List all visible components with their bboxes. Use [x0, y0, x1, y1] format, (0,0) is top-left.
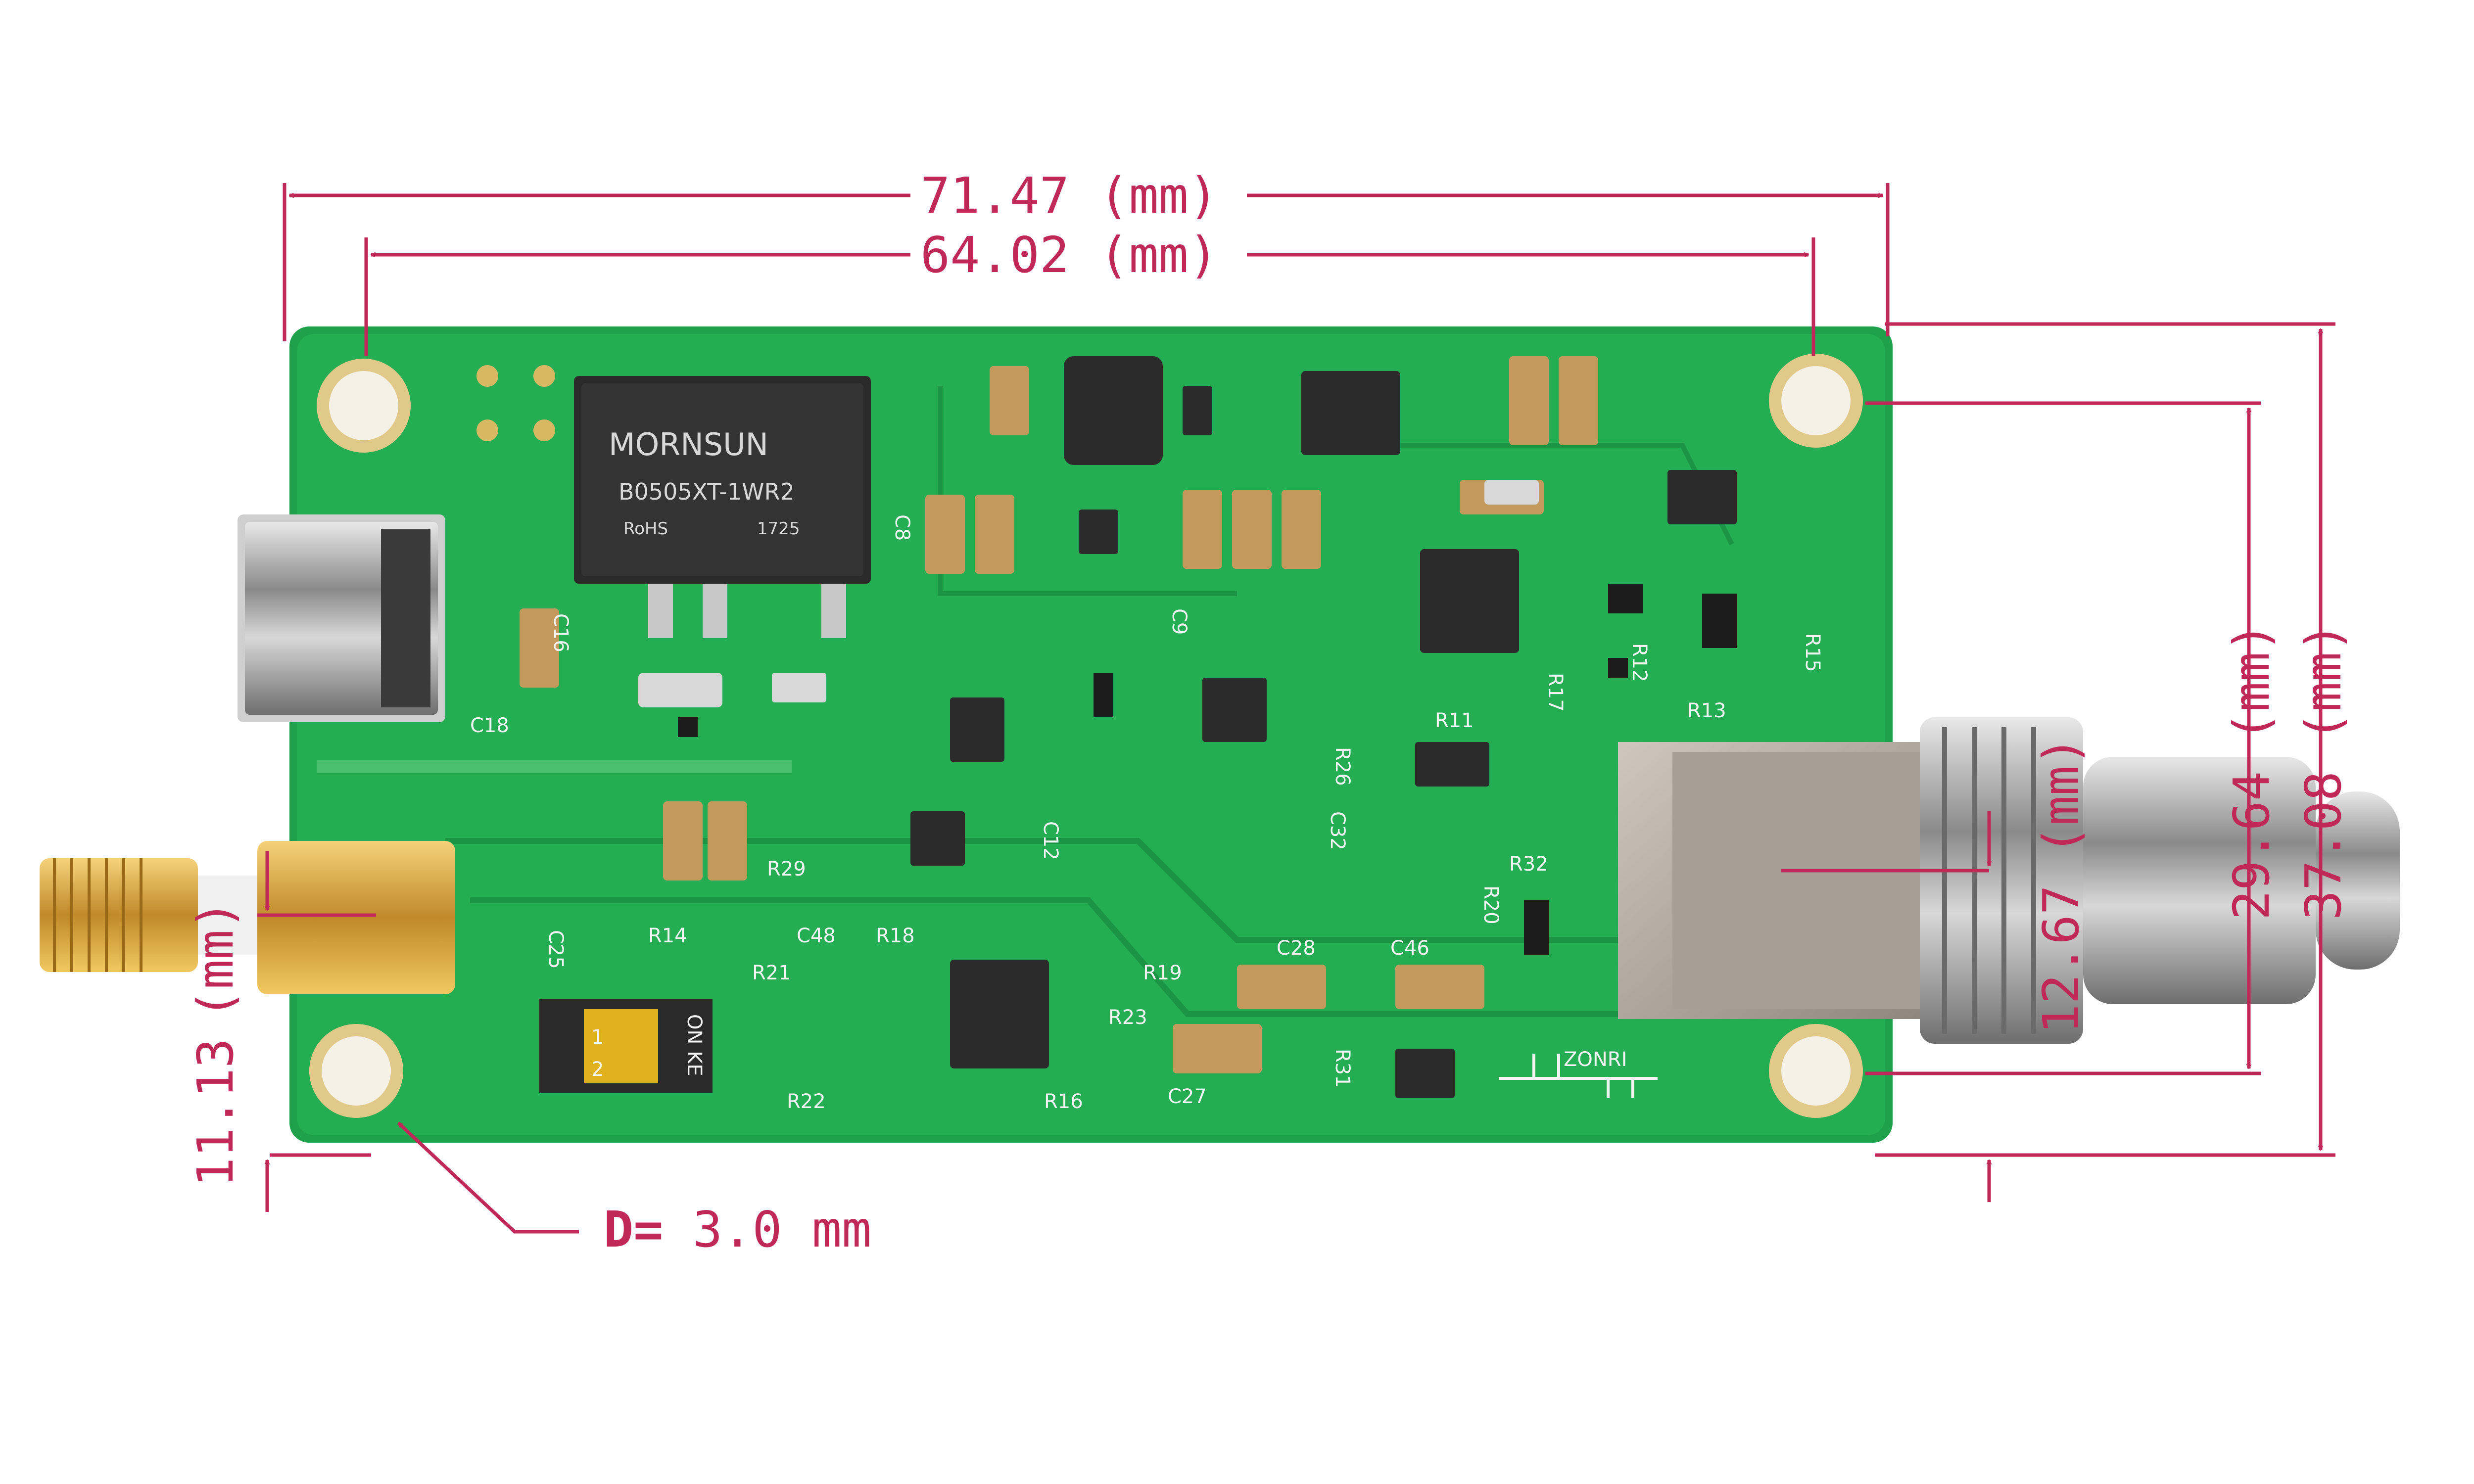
- dcdc-rohs: RoHS: [623, 519, 668, 539]
- label-C18: C18: [470, 714, 509, 737]
- label-R20: R20: [1479, 885, 1502, 925]
- bnc-connector: [1618, 717, 2400, 1044]
- label-C48: C48: [797, 925, 836, 947]
- dcdc-module: MORNSUN B0505XT-1WR2 RoHS 1725: [574, 376, 871, 638]
- mounting-hole-bottom-right: [1769, 1024, 1863, 1118]
- silkscreen-labels: C8 C16 C18 C9 C12 R29 C25 R14 C48 R18 R2…: [470, 514, 1824, 1113]
- logo-text: ZONRI: [1564, 1048, 1627, 1071]
- label-C46: C46: [1390, 937, 1429, 960]
- label-C32: C32: [1326, 811, 1349, 850]
- usb-c-connector: [238, 514, 445, 722]
- dim-hole-spacing-y: 29.64 (mm): [2223, 622, 2281, 920]
- label-R19: R19: [1143, 962, 1182, 984]
- dip-label-2: 2: [591, 1058, 604, 1081]
- label-R32: R32: [1509, 853, 1548, 876]
- label-R21: R21: [752, 962, 791, 984]
- label-R22: R22: [787, 1090, 826, 1113]
- dim-overall-height: 37.08 (mm): [2294, 622, 2352, 920]
- dim-hole-diameter-label: D=: [604, 1201, 663, 1258]
- label-R23: R23: [1108, 1006, 1147, 1029]
- label-C27: C27: [1168, 1085, 1207, 1108]
- label-R11: R11: [1435, 709, 1474, 732]
- dim-hole-spacing-x: 64.02 (mm): [920, 226, 1218, 284]
- component-field: [520, 356, 1737, 1098]
- dim-sma-unit: (mm): [187, 900, 244, 1019]
- label-C12: C12: [1039, 821, 1062, 860]
- label-C28: C28: [1277, 937, 1316, 960]
- dcdc-model: B0505XT-1WR2: [618, 478, 795, 505]
- label-C25: C25: [544, 930, 567, 969]
- mounting-holes: [309, 354, 1863, 1118]
- header-pads: [476, 365, 555, 441]
- zonri-logo: ZONRI: [1499, 1048, 1658, 1098]
- label-R16: R16: [1044, 1090, 1083, 1113]
- label-R18: R18: [876, 925, 915, 947]
- label-R15: R15: [1801, 633, 1824, 672]
- dcdc-brand: MORNSUN: [609, 426, 768, 463]
- mounting-hole-bottom-left: [309, 1024, 403, 1118]
- label-R26: R26: [1331, 747, 1354, 786]
- label-R12: R12: [1628, 643, 1651, 682]
- dim-sma-offset: 11.13: [187, 1038, 244, 1187]
- label-C16: C16: [549, 613, 572, 652]
- dcdc-date: 1725: [757, 519, 800, 539]
- dim-overall-width: 71.47 (mm): [920, 167, 1218, 225]
- mounting-hole-top-right: [1769, 354, 1863, 448]
- label-R14: R14: [648, 925, 687, 947]
- dim-hole-diameter-value: 3.0 mm: [693, 1201, 871, 1258]
- label-C8: C8: [891, 514, 913, 541]
- sma-connector: [40, 841, 455, 994]
- dip-switch: ON KE 1 2: [539, 999, 713, 1093]
- label-R17: R17: [1544, 673, 1567, 712]
- label-R29: R29: [767, 858, 806, 881]
- dip-label-1: 1: [591, 1026, 604, 1049]
- label-C9: C9: [1168, 608, 1190, 635]
- dimension-annotations: 71.47 (mm) 64.02 (mm) 37.08 (mm) 29.64 (…: [187, 167, 2352, 1258]
- mounting-hole-top-left: [317, 359, 411, 453]
- dip-on-label: ON KE: [683, 1014, 706, 1076]
- dim-bnc-offset: 12.67 (mm): [2032, 736, 2090, 1034]
- label-R13: R13: [1687, 699, 1726, 722]
- label-R31: R31: [1331, 1049, 1354, 1088]
